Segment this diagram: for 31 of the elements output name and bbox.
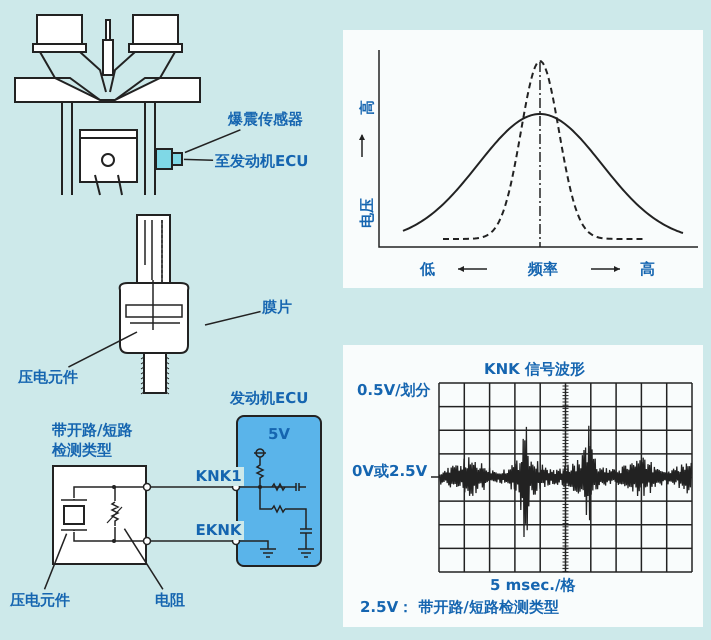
box-heading: 带开路/短路检测类型 (52, 420, 134, 461)
wire-label: KNK1 (194, 467, 244, 486)
callout-label: 压电元件 (18, 368, 78, 387)
callout-label: 压电元件 (10, 591, 70, 610)
leader-line (68, 331, 138, 368)
wire (73, 527, 116, 542)
leader-line (204, 310, 261, 326)
axis-label: 高 (358, 100, 377, 115)
chart-title: KNK 信号波形 (484, 360, 586, 379)
callout-label: 至发动机ECU (215, 152, 308, 171)
wire (73, 486, 116, 501)
box-heading: 发动机ECU (230, 388, 310, 409)
axis-label: 低 (420, 260, 435, 279)
wire (142, 536, 240, 546)
wire (142, 482, 240, 492)
leader-line (184, 158, 214, 161)
axis-label: 高 (640, 260, 655, 279)
scale-label: 5 msec./格 (490, 576, 576, 595)
scale-label: 0.5V/划分 (357, 381, 431, 400)
voltage-label: 5V (266, 425, 292, 443)
callout-label: 爆震传感器 (228, 110, 303, 129)
callout-label: 膜片 (262, 298, 292, 317)
wire-label: EKNK (194, 521, 244, 540)
axis-label: 频率 (528, 260, 558, 279)
scale-label: 0V或2.5V (352, 462, 428, 481)
axis-label: 电压 (358, 198, 377, 228)
leader-line (124, 528, 164, 590)
callout-label: 电阻 (155, 591, 185, 610)
scale-label: 2.5V： 带开路/短路检测类型 (360, 598, 559, 617)
leader-line (184, 129, 241, 154)
leader-line (44, 533, 68, 590)
